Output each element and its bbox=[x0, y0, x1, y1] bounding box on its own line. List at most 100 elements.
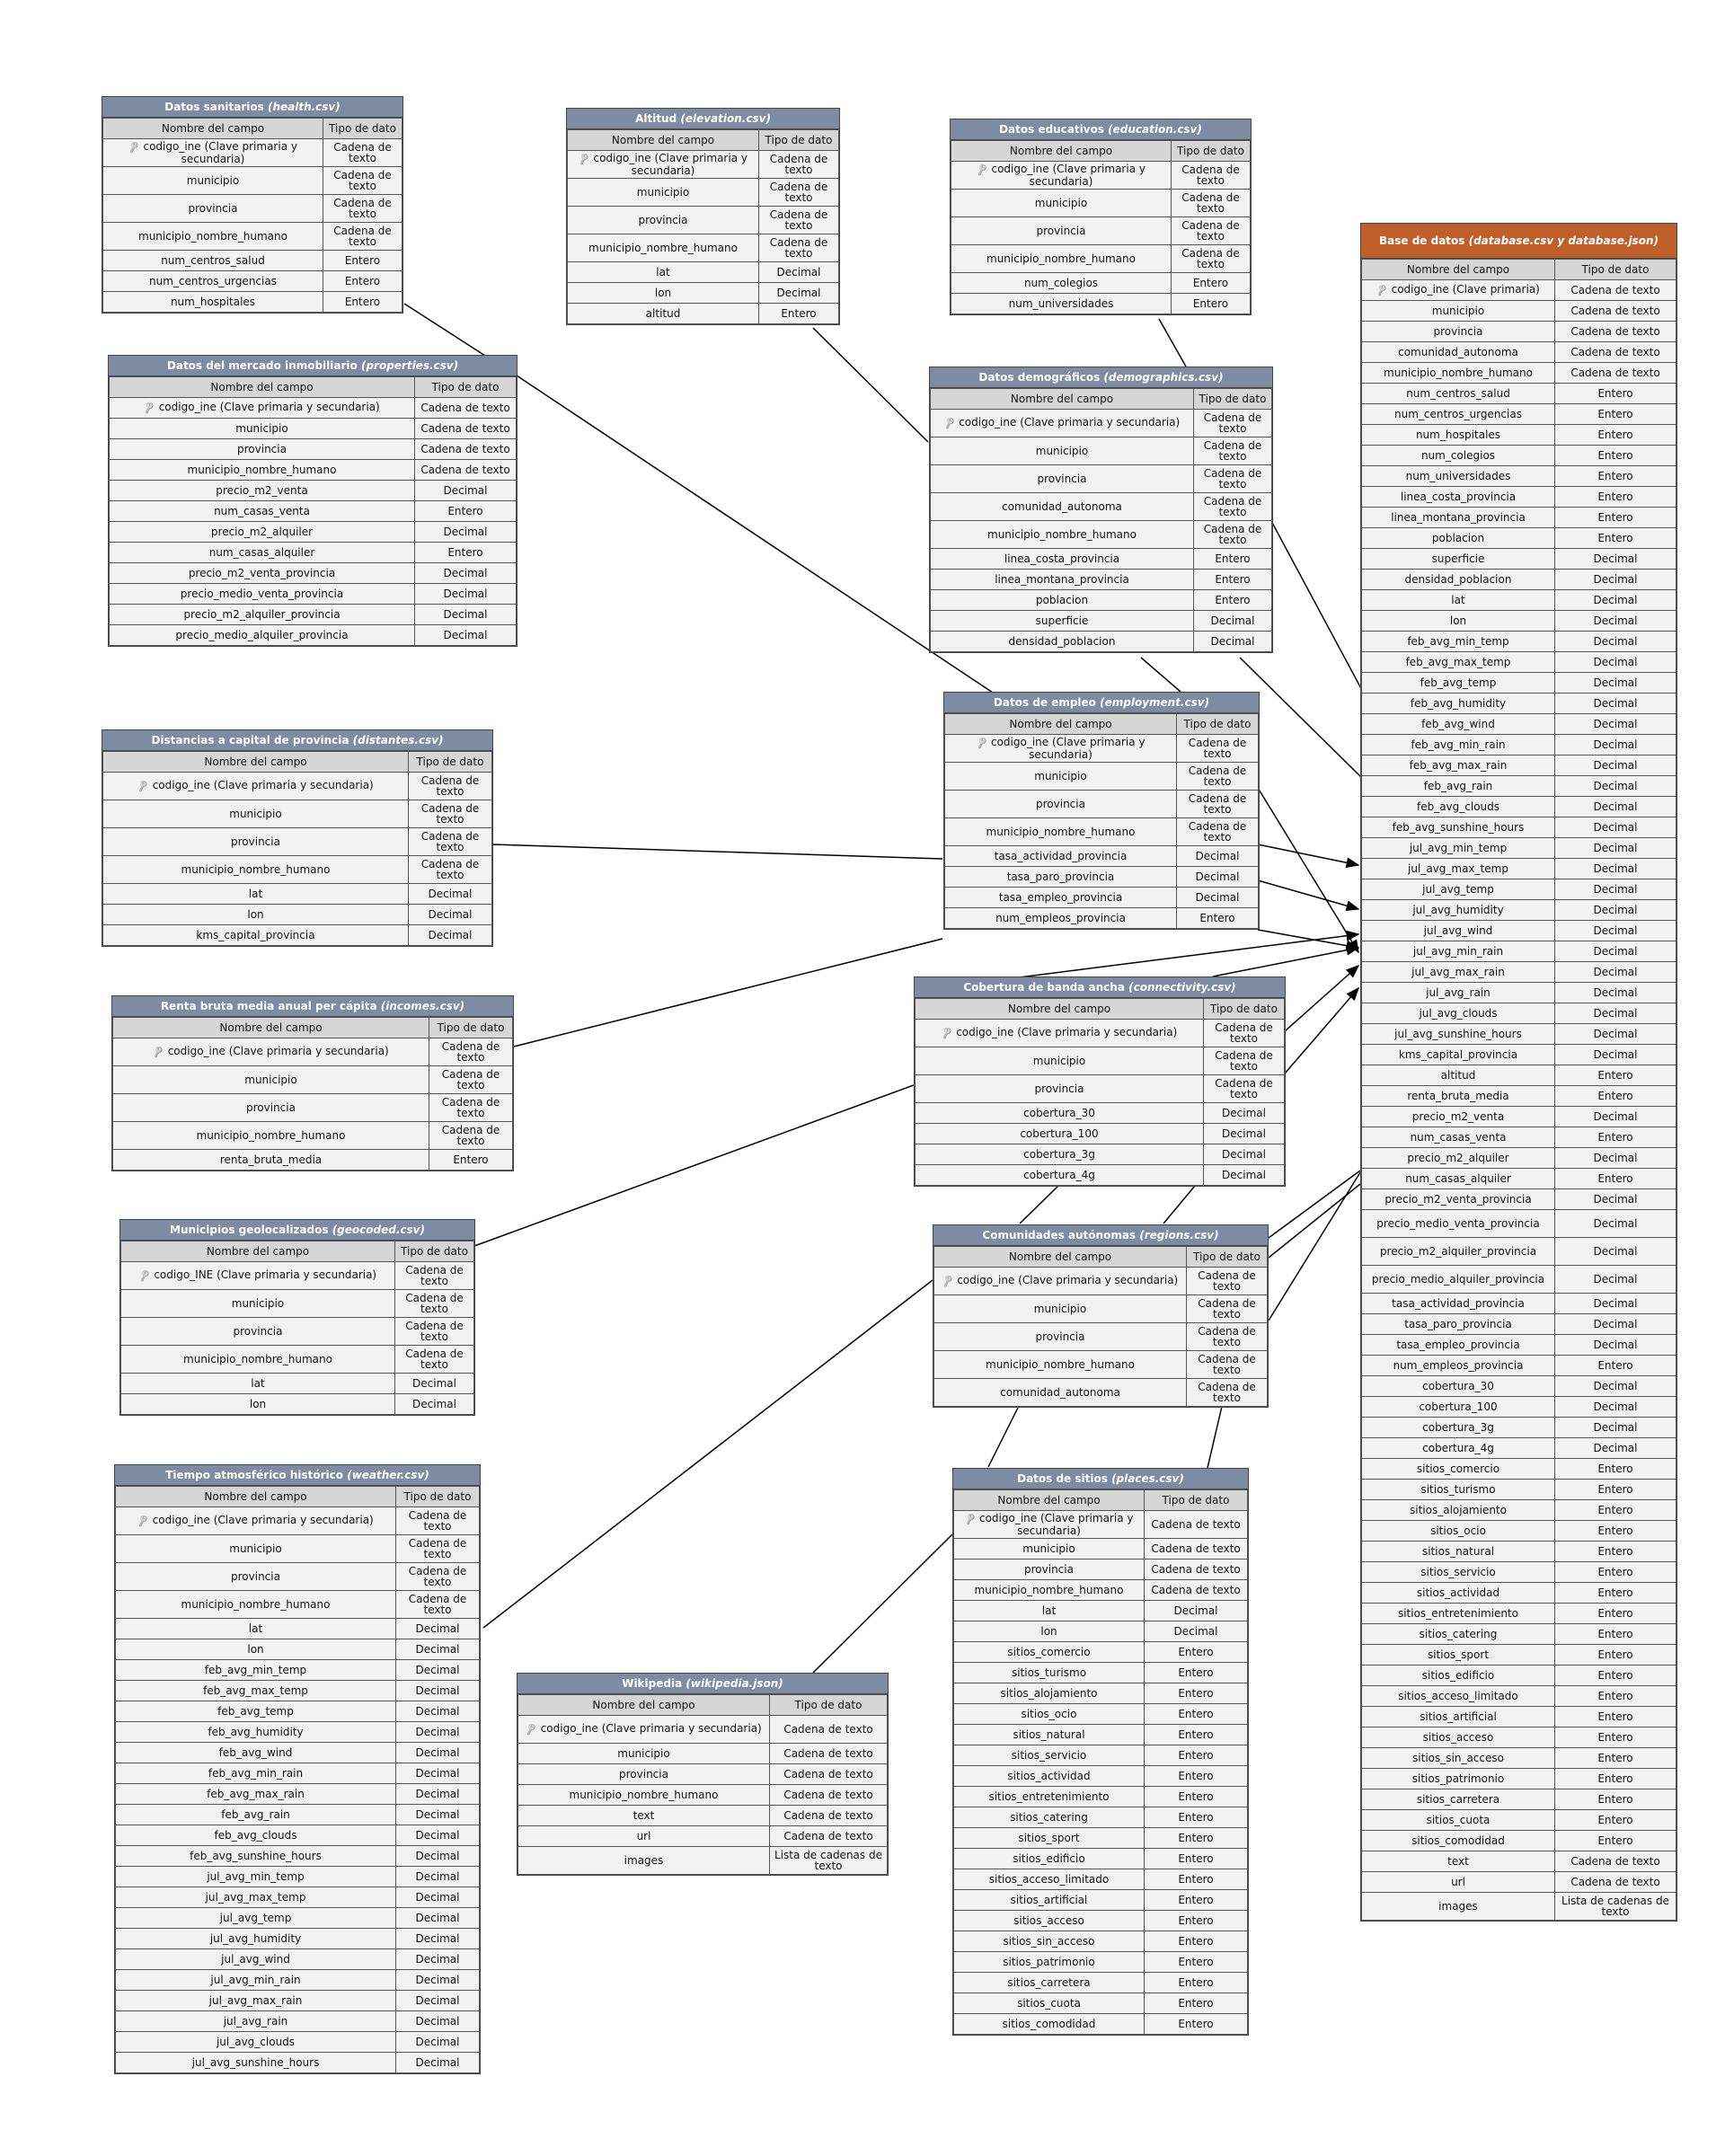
field-name: num_centros_salud bbox=[161, 254, 265, 267]
field-name-cell: images bbox=[1361, 1892, 1555, 1921]
field-name: feb_avg_max_temp bbox=[203, 1684, 308, 1697]
field-name: precio_m2_venta bbox=[1411, 1110, 1505, 1123]
field-name: provincia bbox=[231, 1570, 280, 1583]
field-name-cell: tasa_empleo_provincia bbox=[1361, 1334, 1555, 1356]
field-type-cell: Decimal bbox=[395, 2052, 480, 2073]
key-icon: 🔑 bbox=[1375, 284, 1389, 297]
field-type-cell: Cadena de texto bbox=[414, 418, 517, 439]
field-type-header: Tipo de dato bbox=[1203, 998, 1285, 1020]
field-name-cell: text bbox=[1361, 1851, 1555, 1872]
field-name: num_casas_venta bbox=[214, 505, 310, 517]
field-type-cell: Cadena de texto bbox=[394, 1261, 474, 1290]
field-type-header: Tipo de dato bbox=[395, 1486, 480, 1507]
field-type-cell: Cadena de texto bbox=[1554, 341, 1676, 363]
field-name-cell: linea_costa_provincia bbox=[930, 548, 1194, 570]
entity-title: Base de datos (database.csv y database.j… bbox=[1361, 224, 1676, 259]
key-icon: 🔑 bbox=[524, 1723, 539, 1736]
field-name-cell: precio_m2_venta bbox=[109, 480, 415, 501]
field-name: codigo_INE (Clave primaria y secundaria) bbox=[154, 1268, 377, 1281]
field-name-cell: jul_avg_wind bbox=[1361, 920, 1555, 941]
field-name-cell: precio_m2_venta_provincia bbox=[1361, 1188, 1555, 1210]
field-name-cell: tasa_empleo_provincia bbox=[944, 887, 1177, 908]
field-name: lat bbox=[1451, 594, 1465, 606]
field-row: 🔑codigo_ine (Clave primaria y secundaria… bbox=[109, 397, 517, 419]
relationship-line bbox=[491, 844, 943, 860]
field-name-cell: municipio_nombre_humano bbox=[112, 1121, 429, 1150]
field-type-cell: Cadena de texto bbox=[1144, 1579, 1248, 1601]
entity-incomes: Renta bruta media anual per cápita (inco… bbox=[111, 995, 514, 1171]
field-name-cell: comunidad_autonoma bbox=[1361, 341, 1555, 363]
field-name-header: Nombre del campo bbox=[933, 1246, 1187, 1268]
field-name: comunidad_autonoma bbox=[1000, 1386, 1120, 1399]
field-type-cell: Entero bbox=[1144, 1931, 1248, 1952]
field-name-cell: num_hospitales bbox=[1361, 424, 1555, 446]
field-name: codigo_ine (Clave primaria y secundaria) bbox=[158, 401, 380, 413]
field-name-cell: url bbox=[518, 1825, 770, 1847]
field-name-cell: sitios_sin_acceso bbox=[953, 1931, 1145, 1952]
field-name-cell: 🔑codigo_ine (Clave primaria y secundaria… bbox=[518, 1715, 770, 1744]
field-name-cell: precio_medio_alquiler_provincia bbox=[1361, 1265, 1555, 1294]
field-name: provincia bbox=[188, 202, 238, 215]
field-name: num_universidades bbox=[1405, 470, 1511, 482]
field-type-cell: Entero bbox=[1554, 1603, 1676, 1624]
field-name-cell: feb_avg_sunshine_hours bbox=[115, 1845, 396, 1867]
field-name-cell: sitios_artificial bbox=[1361, 1706, 1555, 1727]
field-type-cell: Cadena de texto bbox=[1203, 1019, 1285, 1047]
field-name-cell: municipio_nombre_humano bbox=[120, 1345, 395, 1374]
field-name: num_empleos_provincia bbox=[995, 912, 1126, 924]
field-name-cell: sitios_entretenimiento bbox=[1361, 1603, 1555, 1624]
field-name: municipio bbox=[617, 1747, 670, 1760]
field-name-cell: num_colegios bbox=[951, 272, 1172, 294]
field-type-cell: Entero bbox=[414, 542, 517, 563]
field-name-cell: num_universidades bbox=[951, 293, 1172, 314]
field-name: url bbox=[636, 1830, 651, 1842]
field-name: jul_avg_max_rain bbox=[1411, 966, 1505, 978]
entity-distantes: Distancias a capital de provincia (dista… bbox=[102, 729, 493, 947]
field-type-cell: Decimal bbox=[395, 2031, 480, 2053]
field-name-cell: municipio_nombre_humano bbox=[1361, 362, 1555, 384]
field-type-cell: Cadena de texto bbox=[1171, 161, 1251, 190]
field-name-cell: feb_avg_min_rain bbox=[115, 1763, 396, 1784]
field-name: feb_avg_min_rain bbox=[1411, 738, 1506, 751]
relationship-line bbox=[987, 1398, 1023, 1468]
field-name: provincia bbox=[1037, 473, 1087, 485]
field-name: municipio_nombre_humano bbox=[974, 1584, 1124, 1596]
relationship-line bbox=[812, 327, 929, 443]
field-type-cell: Decimal bbox=[1554, 610, 1676, 632]
relationship-line bbox=[1212, 944, 1360, 977]
field-type-cell: Cadena de texto bbox=[1554, 362, 1676, 384]
field-name-cell: municipio bbox=[953, 1538, 1145, 1560]
field-name: precio_m2_alquiler_provincia bbox=[1379, 1245, 1537, 1258]
field-name-cell: lat bbox=[567, 261, 759, 283]
field-type-cell: Decimal bbox=[414, 480, 517, 501]
field-name: num_colegios bbox=[1023, 277, 1099, 289]
field-name-cell: feb_avg_wind bbox=[115, 1742, 396, 1763]
field-name: jul_avg_min_temp bbox=[1409, 842, 1508, 854]
field-name: precio_m2_venta_provincia bbox=[1384, 1193, 1532, 1206]
